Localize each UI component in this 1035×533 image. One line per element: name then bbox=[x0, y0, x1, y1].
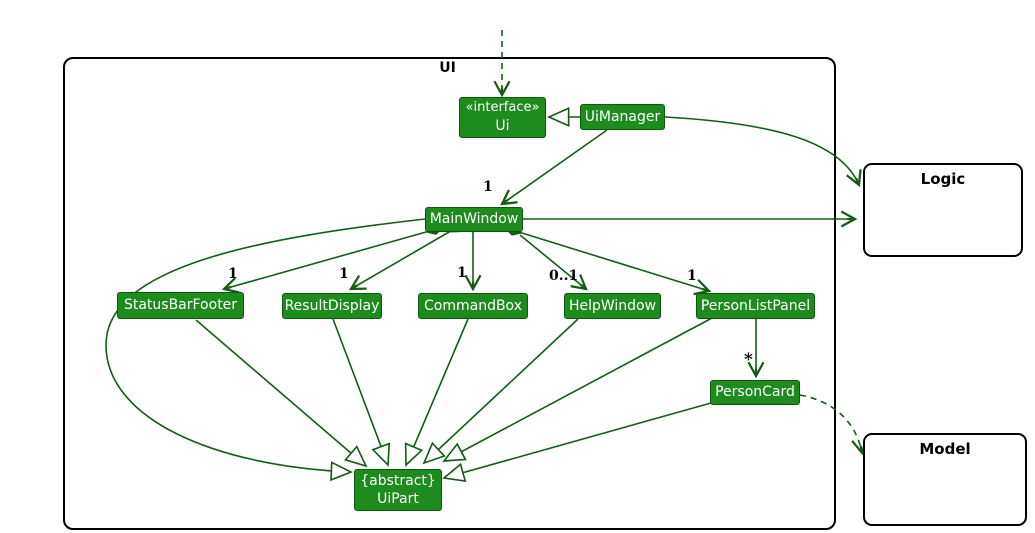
edge-uimanager-to-mainwindow bbox=[500, 129, 608, 206]
mainwindow-name: MainWindow bbox=[429, 211, 519, 228]
multiplicity-mainwindow-resultdisplay: 1 bbox=[339, 266, 349, 282]
class-resultdisplay: ResultDisplay bbox=[282, 293, 382, 319]
statusbarfooter-name: StatusBarFooter bbox=[123, 297, 238, 314]
edge-commandbox-extends-uipart bbox=[404, 318, 469, 467]
ui-interface-stereotype: «interface» bbox=[465, 99, 540, 115]
ui-package-label: UI bbox=[439, 60, 456, 76]
edge-personcard-dependency-model bbox=[799, 394, 868, 456]
multiplicity-personlistpanel-personcard: * bbox=[744, 350, 753, 370]
edge-statusbarfooter-extends-uipart bbox=[195, 319, 368, 468]
uimanager-name: UiManager bbox=[584, 108, 661, 125]
multiplicity-mainwindow-helpwindow: 0..1 bbox=[549, 268, 579, 284]
edge-mainwindow-personlistpanel bbox=[522, 233, 709, 291]
edge-mainwindow-resultdisplay bbox=[351, 232, 449, 289]
ui-interface-name: Ui bbox=[495, 117, 510, 134]
multiplicity-mainwindow-commandbox: 1 bbox=[457, 265, 467, 281]
class-personlistpanel: PersonListPanel bbox=[696, 293, 815, 319]
model-title: Model bbox=[919, 440, 971, 458]
class-personcard: PersonCard bbox=[710, 380, 800, 405]
edge-helpwindow-extends-uipart bbox=[422, 318, 579, 465]
resultdisplay-name: ResultDisplay bbox=[284, 297, 380, 314]
edge-uimanager-to-logic bbox=[664, 116, 862, 188]
class-uipart: {abstract} UiPart bbox=[354, 469, 442, 511]
logic-title: Logic bbox=[920, 170, 966, 188]
edge-resultdisplay-extends-uipart bbox=[332, 318, 391, 467]
multiplicity-uimanager-mainwindow: 1 bbox=[483, 179, 493, 195]
edge-mainwindow-extends-uipart bbox=[105, 218, 426, 482]
class-mainwindow: MainWindow bbox=[425, 207, 523, 232]
component-logic: Logic bbox=[863, 163, 1023, 257]
helpwindow-name: HelpWindow bbox=[568, 297, 657, 314]
edge-personcard-extends-uipart bbox=[442, 402, 712, 483]
personlistpanel-name: PersonListPanel bbox=[700, 297, 811, 314]
edge-personlistpanel-extends-uipart bbox=[442, 317, 713, 462]
uipart-modifier: {abstract} bbox=[360, 472, 436, 489]
multiplicity-mainwindow-personlistpanel: 1 bbox=[687, 268, 697, 284]
commandbox-name: CommandBox bbox=[424, 297, 522, 314]
edge-mainwindow-statusbarfooter bbox=[224, 232, 426, 289]
class-commandbox: CommandBox bbox=[418, 293, 528, 319]
uipart-name: UiPart bbox=[377, 491, 419, 507]
personcard-name: PersonCard bbox=[715, 384, 795, 401]
class-ui-interface: «interface» Ui bbox=[459, 97, 546, 138]
class-statusbarfooter: StatusBarFooter bbox=[117, 292, 244, 319]
ui-package-frame bbox=[63, 57, 836, 530]
multiplicity-mainwindow-statusbarfooter: 1 bbox=[228, 266, 238, 282]
component-model: Model bbox=[863, 433, 1027, 526]
class-uimanager: UiManager bbox=[580, 104, 665, 130]
class-helpwindow: HelpWindow bbox=[564, 293, 661, 319]
